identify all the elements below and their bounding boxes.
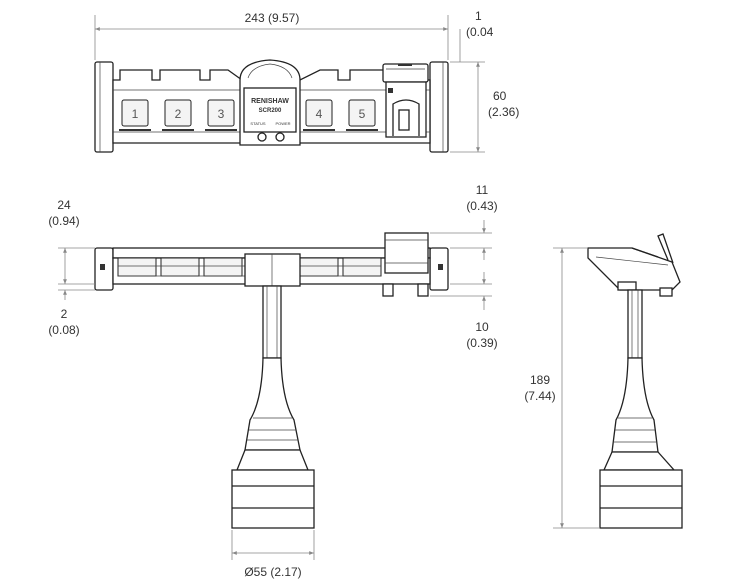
- status-led-icon: [257, 132, 267, 142]
- dim-side-top: 24(0.94): [48, 198, 79, 228]
- dim-side-bottom: 2(0.08): [48, 307, 79, 337]
- front-view-dimensions: 24(0.94) 2(0.08) 11(0.43) 10(0.39) Ø55 (…: [48, 183, 497, 579]
- slot-label: 1: [132, 107, 139, 121]
- slot-label: 2: [175, 107, 182, 121]
- power-led-label: POWER: [275, 121, 290, 126]
- model-label: SCR200: [259, 108, 282, 114]
- dim-side-lid: 11(0.43): [466, 183, 497, 213]
- slot-label: 5: [359, 107, 366, 121]
- top-view-dimensions: 243 (9.57) 1(0.04 60(2.36): [94, 9, 519, 153]
- top-view: 1 2 3 4 5 RENISHAW SCR200 STATUS POWER: [94, 59, 449, 153]
- front-slot-units: [117, 257, 382, 277]
- slot-label: 4: [316, 107, 323, 121]
- dim-total-height: 189(7.44): [524, 373, 555, 403]
- dim-top-width: 243 (9.57): [245, 11, 300, 25]
- dim-top-offset: 1(0.04: [466, 9, 494, 39]
- side-view-dimensions: 189(7.44): [524, 247, 600, 529]
- power-led-icon: [275, 132, 285, 142]
- slot-label: 3: [218, 107, 225, 121]
- dim-top-height: 60(2.36): [488, 89, 519, 119]
- front-view: [94, 232, 449, 529]
- status-led-label: STATUS: [250, 121, 266, 126]
- side-view: [587, 233, 683, 529]
- brand-label: RENISHAW: [251, 98, 289, 105]
- dim-side-drop: 10(0.39): [466, 320, 497, 350]
- dim-base-diameter: Ø55 (2.17): [244, 565, 301, 579]
